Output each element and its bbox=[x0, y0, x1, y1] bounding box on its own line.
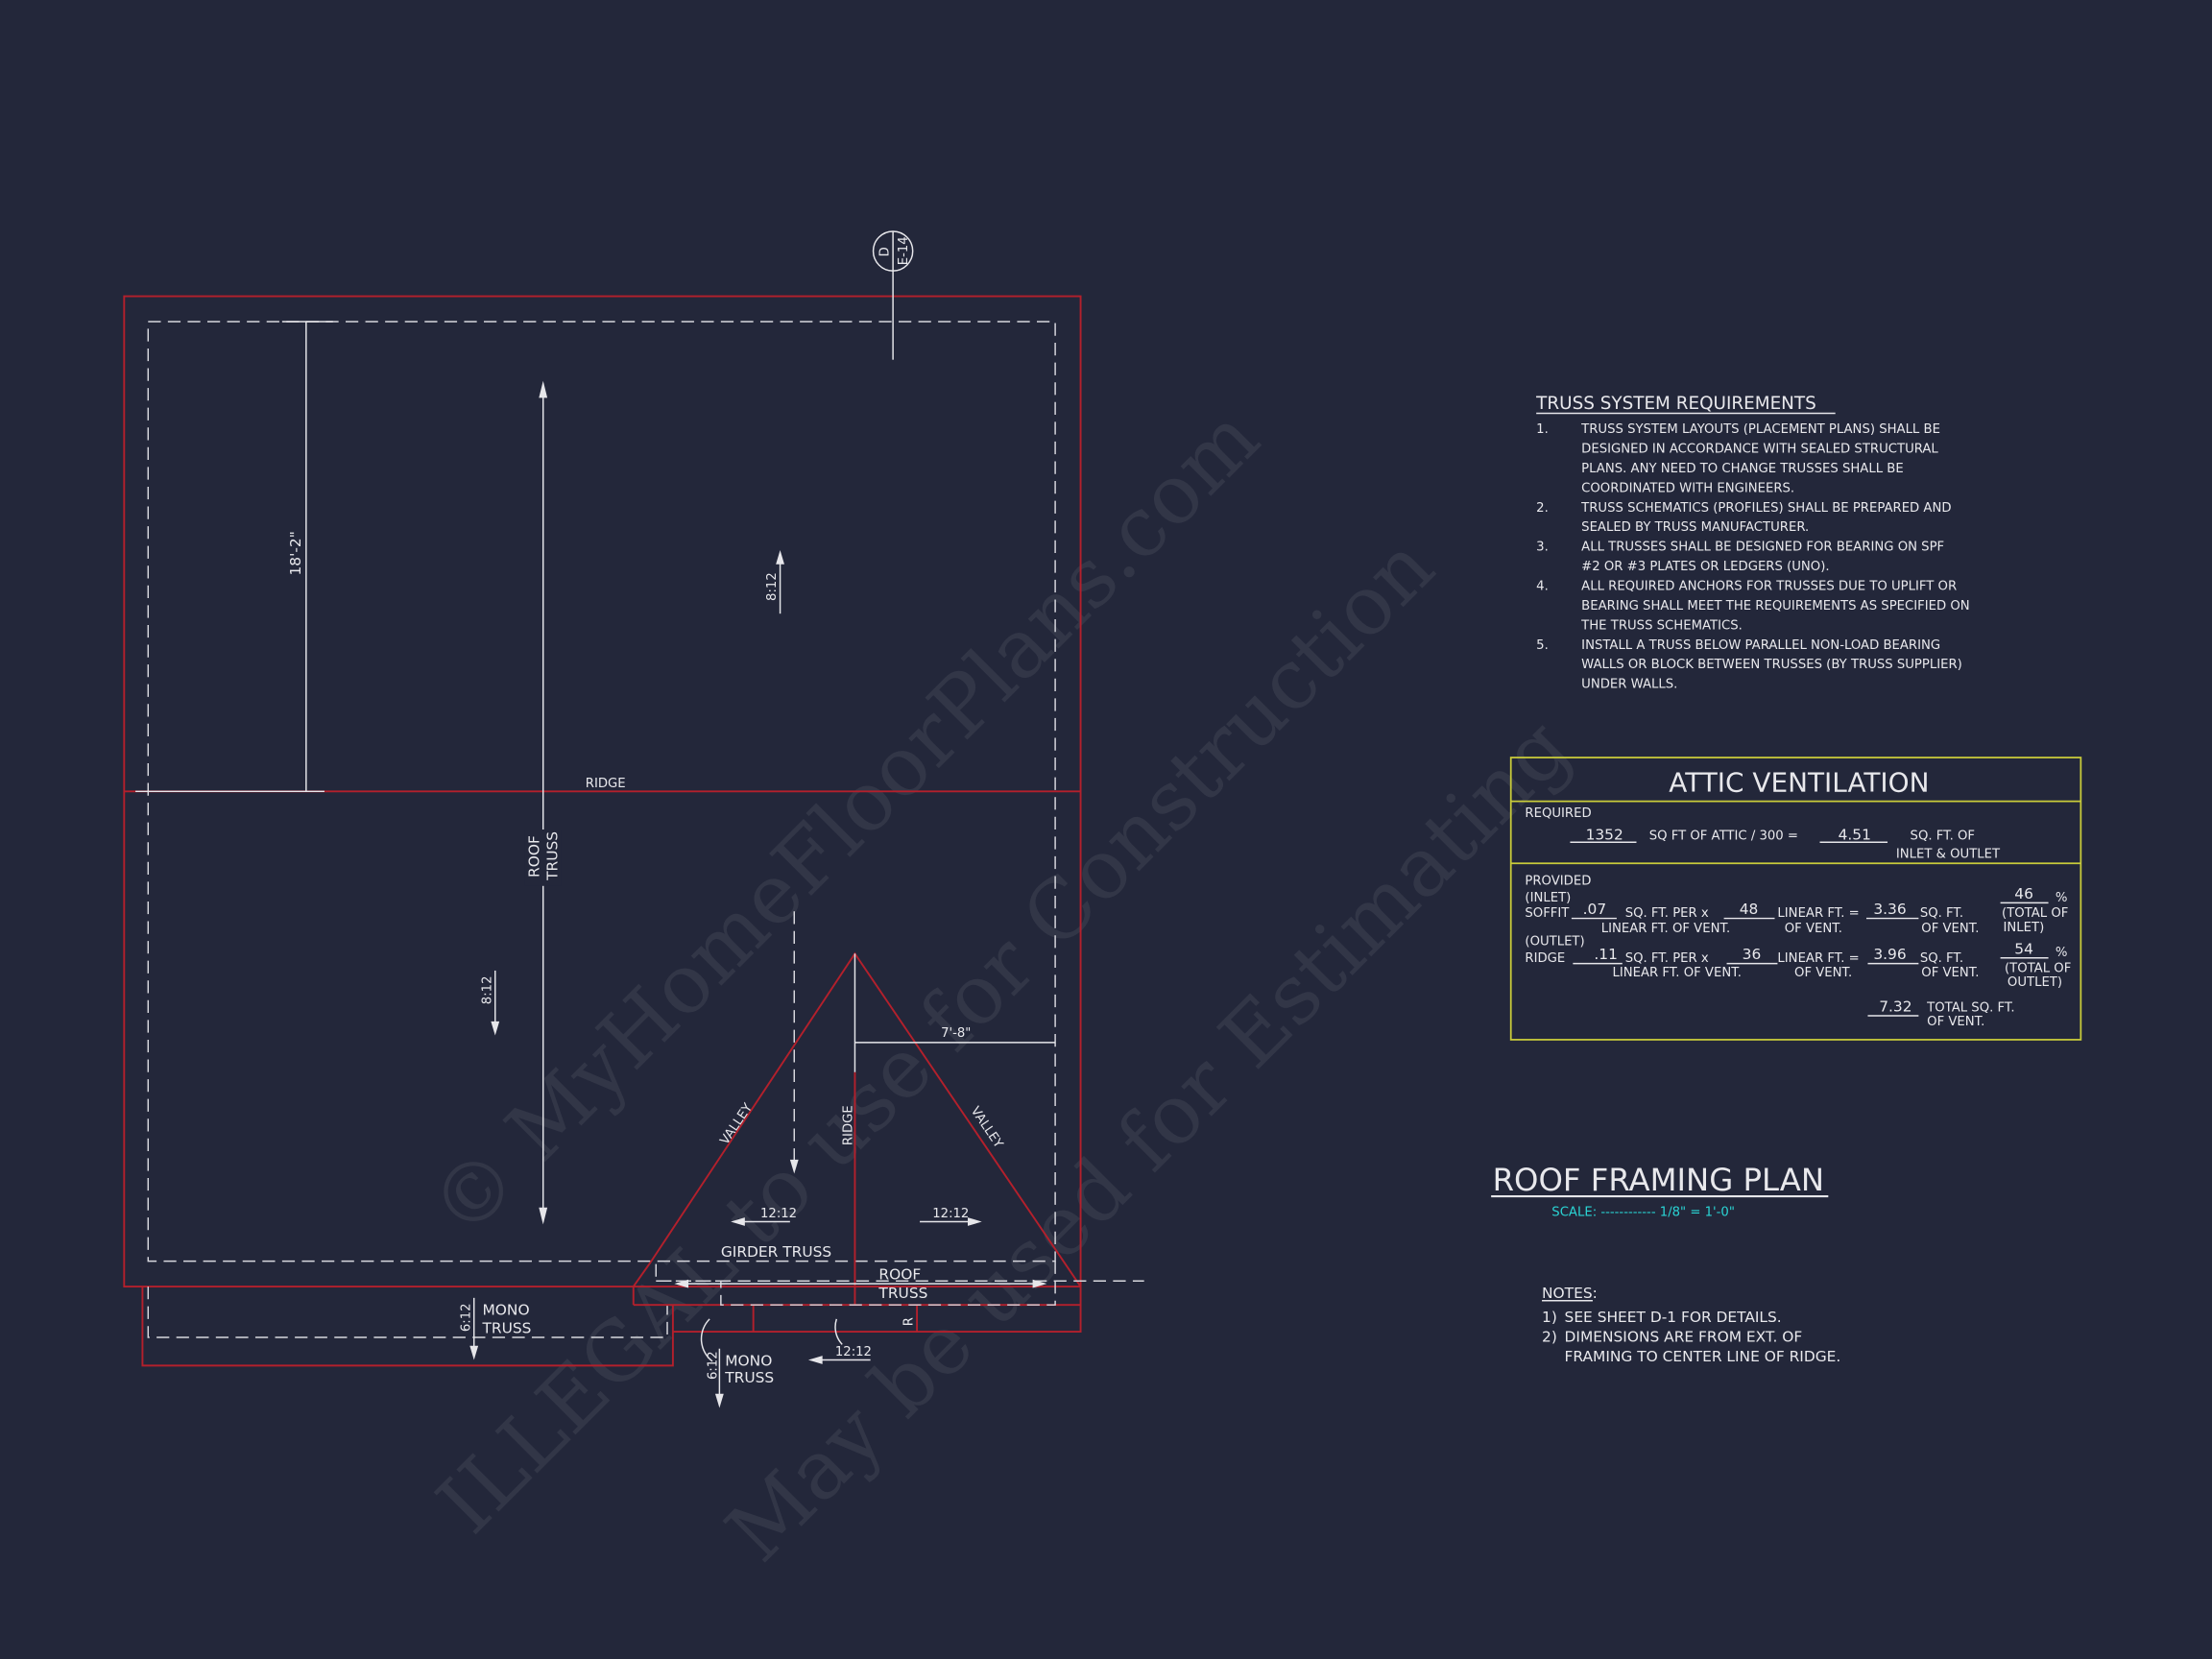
outlet-pct: 54 bbox=[2014, 940, 2033, 957]
soffit-area-text-2: OF VENT. bbox=[1921, 922, 1979, 936]
soffit-lf-text-2: OF VENT. bbox=[1785, 922, 1842, 936]
valley-lines bbox=[632, 951, 1082, 1306]
inlet-pct: 46 bbox=[2014, 885, 2033, 902]
soffit-area: 3.36 bbox=[1873, 901, 1906, 918]
required-unit-1: SQ. FT. OF bbox=[1911, 829, 1976, 843]
truss-requirements-title: TRUSS SYSTEM REQUIREMENTS bbox=[1535, 394, 1816, 414]
truss-requirement-line: ALL REQUIRED ANCHORS FOR TRUSSES DUE TO … bbox=[1581, 579, 1957, 593]
inlet-label: (INLET) bbox=[1525, 891, 1571, 905]
attic-text: SQ FT OF ATTIC / 300 = bbox=[1649, 829, 1798, 843]
outlet-pct-text-2: OUTLET) bbox=[2008, 975, 2062, 990]
ridge-area: 3.96 bbox=[1873, 946, 1906, 963]
inlet-pct-text: (TOTAL OF bbox=[2002, 906, 2068, 921]
truss-requirement-line: UNDER WALLS. bbox=[1581, 678, 1677, 692]
soffit-lf: 48 bbox=[1740, 901, 1759, 918]
notes: NOTES: 1) SEE SHEET D-1 FOR DETAILS. 2) DIM… bbox=[1542, 1285, 1840, 1365]
outlet-pct-sign: % bbox=[2056, 946, 2068, 960]
ridge-lf-text-2: OF VENT. bbox=[1794, 966, 1852, 980]
truss-requirement-number: 5. bbox=[1536, 638, 1549, 653]
ridge-area-text: SQ. FT. bbox=[1920, 951, 1963, 966]
ridge-vent-label: RIDGE bbox=[1525, 951, 1565, 966]
ridge-vertical-label: RIDGE bbox=[842, 1105, 856, 1145]
inlet-pct-text-2: INLET) bbox=[2004, 921, 2045, 935]
drawing-scale: SCALE: ------------ 1/8" = 1'-0" bbox=[1551, 1206, 1735, 1220]
pitch-12-12-left: 12:12 bbox=[760, 1207, 797, 1221]
truss-requirement-line: TRUSS SCHEMATICS (PROFILES) SHALL BE PRE… bbox=[1580, 501, 1951, 516]
roof-truss-bottom-2: TRUSS bbox=[878, 1285, 927, 1302]
note-line: FRAMING TO CENTER LINE OF RIDGE. bbox=[1565, 1348, 1841, 1365]
note-number: 1) bbox=[1542, 1309, 1557, 1326]
ridge-area-text-2: OF VENT. bbox=[1921, 966, 1979, 980]
truss-requirements: TRUSS SYSTEM REQUIREMENTS 1. TRUSS SYSTEM… bbox=[1535, 394, 1970, 691]
soffit-label: SOFFIT bbox=[1525, 906, 1570, 921]
note-number: 2) bbox=[1542, 1328, 1557, 1345]
r-mark: R bbox=[902, 1317, 917, 1326]
attic-ventilation-title: ATTIC VENTILATION bbox=[1669, 766, 1929, 798]
drawing-title: ROOF FRAMING PLAN bbox=[1493, 1162, 1824, 1198]
ridge-per-text: SQ. FT. PER x bbox=[1625, 951, 1709, 966]
truss-requirement-line: COORDINATED WITH ENGINEERS. bbox=[1581, 481, 1794, 495]
truss-requirement-line: ALL TRUSSES SHALL BE DESIGNED FOR BEARIN… bbox=[1581, 541, 1944, 555]
mono-truss-left-outline bbox=[141, 1286, 674, 1367]
truss-requirement-line: DESIGNED IN ACCORDANCE WITH SEALED STRUC… bbox=[1581, 443, 1938, 457]
soffit-per-text-2: LINEAR FT. OF VENT. bbox=[1601, 922, 1730, 936]
required-label: REQUIRED bbox=[1525, 806, 1591, 821]
dim-7-8: 7'-8" bbox=[941, 1026, 971, 1041]
required-vent: 4.51 bbox=[1839, 826, 1871, 843]
truss-requirement-line: BEARING SHALL MEET THE REQUIREMENTS AS S… bbox=[1581, 599, 1970, 613]
pitch-12-12-bottom: 12:12 bbox=[835, 1345, 872, 1359]
provided-label: PROVIDED bbox=[1525, 874, 1591, 888]
pitch-8-12-lower: 8:12 bbox=[480, 976, 494, 1005]
mono-right-label-1: MONO bbox=[725, 1352, 772, 1369]
truss-requirement-line: #2 OR #3 PLATES OR LEDGERS (UNO). bbox=[1581, 560, 1829, 574]
soffit-lf-text: LINEAR FT. = bbox=[1777, 906, 1859, 921]
outlet-label: (OUTLET) bbox=[1525, 934, 1584, 949]
mono-left-label-2: TRUSS bbox=[482, 1320, 532, 1337]
soffit-per-text: SQ. FT. PER x bbox=[1625, 906, 1709, 921]
attic-sqft: 1352 bbox=[1586, 826, 1623, 843]
mono-right-label-2: TRUSS bbox=[724, 1369, 774, 1386]
attic-ventilation-table: ATTIC VENTILATION REQUIRED 1352 SQ FT OF… bbox=[1509, 757, 2082, 1041]
dim-18-2: 18'-2" bbox=[287, 531, 304, 575]
ridge-lf-text: LINEAR FT. = bbox=[1777, 951, 1859, 966]
pitch-12-12-right: 12:12 bbox=[932, 1207, 969, 1221]
total-text: TOTAL SQ. FT. bbox=[1926, 1001, 2014, 1016]
ridge-per-text-2: LINEAR FT. OF VENT. bbox=[1613, 966, 1742, 980]
total-text-2: OF VENT. bbox=[1927, 1015, 1984, 1029]
roof-truss-label-2: TRUSS bbox=[543, 831, 561, 881]
mono-right-pitch: 6:12 bbox=[706, 1351, 720, 1380]
ridge-label: RIDGE bbox=[586, 777, 626, 791]
section-letter: D bbox=[878, 247, 893, 256]
soffit-area-text: SQ. FT. bbox=[1920, 906, 1963, 921]
truss-requirement-number: 1. bbox=[1536, 422, 1549, 437]
roof-truss-label-1: ROOF bbox=[525, 835, 542, 878]
section-sheet: E-14 bbox=[897, 236, 911, 265]
soffit-rate: .07 bbox=[1583, 901, 1607, 918]
pitch-8-12-upper: 8:12 bbox=[765, 572, 780, 601]
truss-requirement-number: 2. bbox=[1536, 501, 1549, 516]
total-vent: 7.32 bbox=[1879, 998, 1911, 1016]
truss-requirement-line: INSTALL A TRUSS BELOW PARALLEL NON-LOAD … bbox=[1581, 638, 1940, 653]
truss-requirement-number: 4. bbox=[1536, 579, 1549, 593]
required-unit-2: INLET & OUTLET bbox=[1896, 847, 2001, 861]
outlet-pct-text: (TOTAL OF bbox=[2005, 961, 2071, 975]
notes-heading: NOTES: bbox=[1542, 1285, 1598, 1302]
truss-requirement-line: TRUSS SYSTEM LAYOUTS (PLACEMENT PLANS) S… bbox=[1580, 422, 1940, 437]
mono-left-label-1: MONO bbox=[483, 1301, 530, 1318]
mono-left-pitch: 6:12 bbox=[459, 1303, 473, 1332]
inlet-pct-sign: % bbox=[2056, 891, 2068, 905]
truss-requirement-line: THE TRUSS SCHEMATICS. bbox=[1580, 618, 1743, 633]
note-line: SEE SHEET D-1 FOR DETAILS. bbox=[1565, 1309, 1782, 1326]
truss-requirement-line: SEALED BY TRUSS MANUFACTURER. bbox=[1581, 520, 1809, 535]
roof-truss-bottom-1: ROOF bbox=[878, 1266, 921, 1284]
ridge-lf: 36 bbox=[1743, 946, 1762, 963]
title-block: ROOF FRAMING PLAN SCALE: ------------ 1/… bbox=[1491, 1162, 1829, 1220]
truss-requirement-number: 3. bbox=[1536, 541, 1549, 555]
ridge-rate: .11 bbox=[1594, 946, 1618, 963]
truss-requirement-line: WALLS OR BLOCK BETWEEN TRUSSES (BY TRUSS… bbox=[1581, 658, 1962, 672]
note-line: DIMENSIONS ARE FROM EXT. OF bbox=[1565, 1328, 1803, 1345]
truss-requirement-line: PLANS. ANY NEED TO CHANGE TRUSSES SHALL … bbox=[1581, 462, 1904, 476]
girder-truss-label: GIRDER TRUSS bbox=[721, 1243, 831, 1261]
